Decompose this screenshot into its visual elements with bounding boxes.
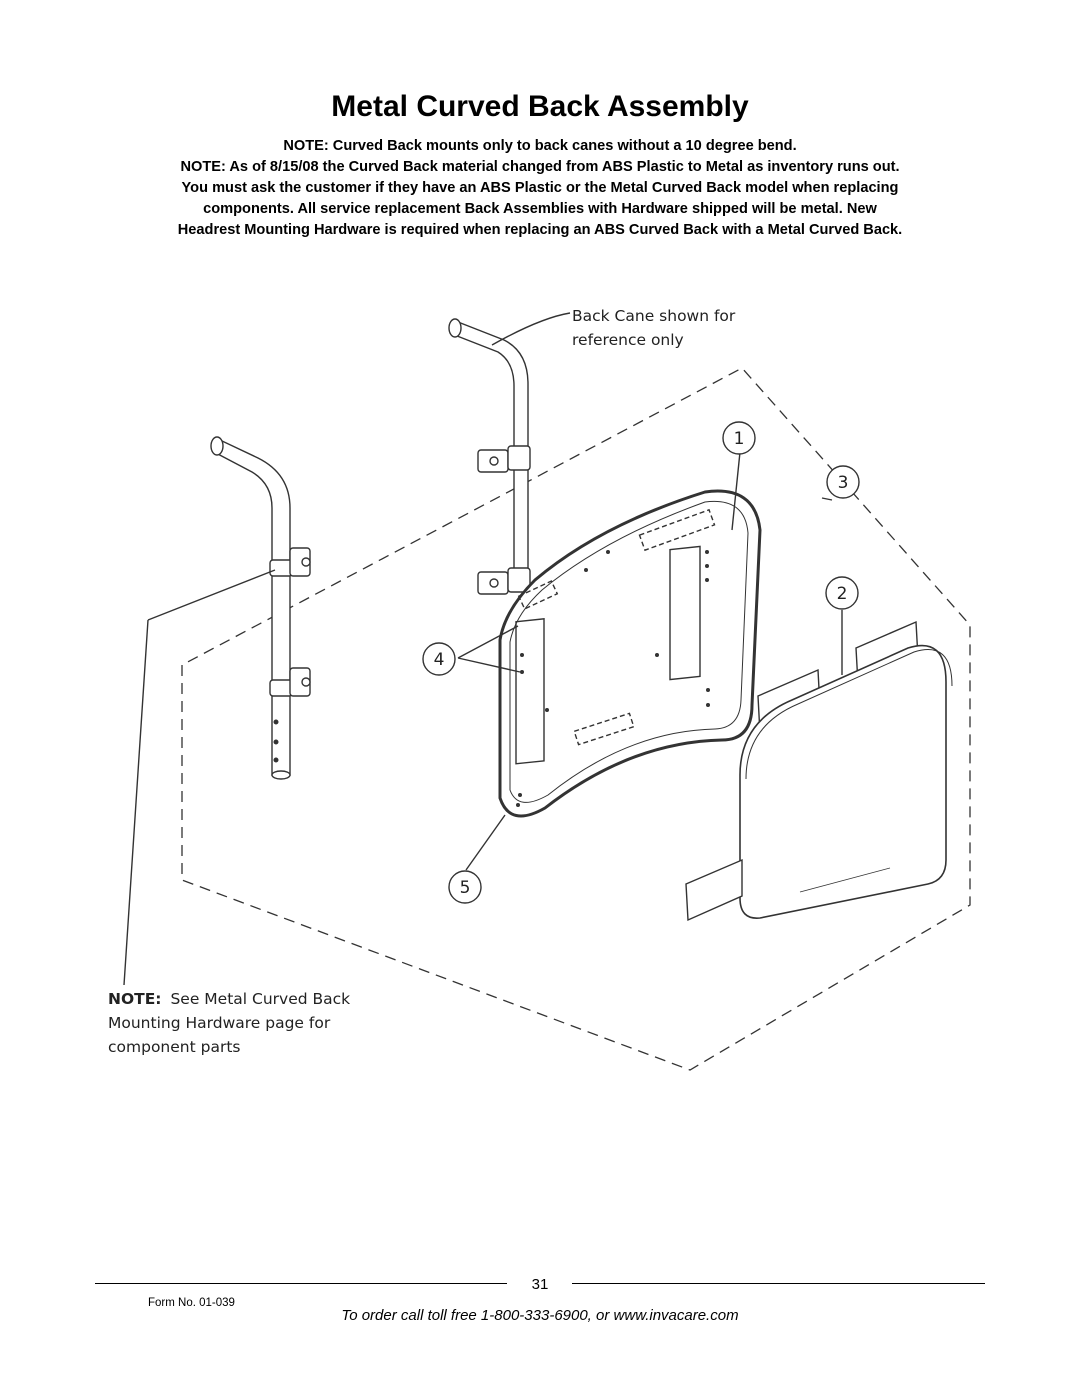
exploded-assembly-diagram: 1 3 2 4 5 Back Cane shown for reference … bbox=[108, 307, 971, 1071]
note-callout-line: component parts bbox=[108, 1038, 240, 1056]
item-5-number: 5 bbox=[460, 878, 471, 898]
footer-rule-left bbox=[95, 1283, 507, 1284]
leader-item-5 bbox=[465, 814, 506, 871]
form-number: Form No. 01-039 bbox=[148, 1297, 235, 1309]
note-callout-first-line: NOTE: See Metal Curved Back bbox=[108, 990, 350, 1008]
note-line: NOTE: As of 8/15/08 the Curved Back mate… bbox=[180, 159, 900, 175]
curved-back-shell bbox=[498, 489, 762, 818]
leader-item-1 bbox=[731, 451, 741, 531]
note-line: You must ask the customer if they have a… bbox=[181, 180, 899, 196]
left-back-cane bbox=[210, 436, 311, 780]
order-info: To order call toll free 1-800-333-6900, … bbox=[341, 1307, 739, 1324]
leader-back-cane bbox=[491, 312, 571, 346]
footer-rule-right bbox=[572, 1283, 985, 1284]
note-line: NOTE: Curved Back mounts only to back ca… bbox=[283, 138, 797, 154]
leader-note bbox=[123, 569, 276, 986]
note-line: Headrest Mounting Hardware is required w… bbox=[177, 222, 903, 238]
back-cane-callout-line: Back Cane shown for bbox=[572, 307, 736, 325]
back-cane-callout-line: reference only bbox=[572, 331, 684, 349]
dashed-boundary bbox=[181, 367, 971, 1071]
note-callout-lead: NOTE: bbox=[108, 990, 162, 1008]
item-1-number: 1 bbox=[734, 429, 745, 449]
note-callout-text: See Metal Curved Back bbox=[170, 990, 350, 1008]
item-1-marker bbox=[722, 421, 756, 455]
note-line: components. All service replacement Back… bbox=[203, 201, 877, 217]
item-2-marker bbox=[825, 576, 859, 610]
note-callout-line: Mounting Hardware page for bbox=[108, 1014, 331, 1032]
notes-block: NOTE: Curved Back mounts only to back ca… bbox=[60, 136, 1020, 241]
item-4-number: 4 bbox=[434, 650, 445, 670]
right-back-cane bbox=[448, 318, 531, 595]
item-2-number: 2 bbox=[837, 584, 848, 604]
leader-item-3 bbox=[821, 497, 833, 501]
leader-item-4 bbox=[457, 625, 521, 673]
page-title: Metal Curved Back Assembly bbox=[331, 90, 749, 123]
page-number: 31 bbox=[531, 1276, 549, 1293]
back-cushion bbox=[685, 620, 953, 922]
item-4-marker bbox=[422, 642, 456, 676]
item-3-marker bbox=[826, 465, 860, 499]
item-3-number: 3 bbox=[838, 473, 849, 493]
item-5-marker bbox=[448, 870, 482, 904]
